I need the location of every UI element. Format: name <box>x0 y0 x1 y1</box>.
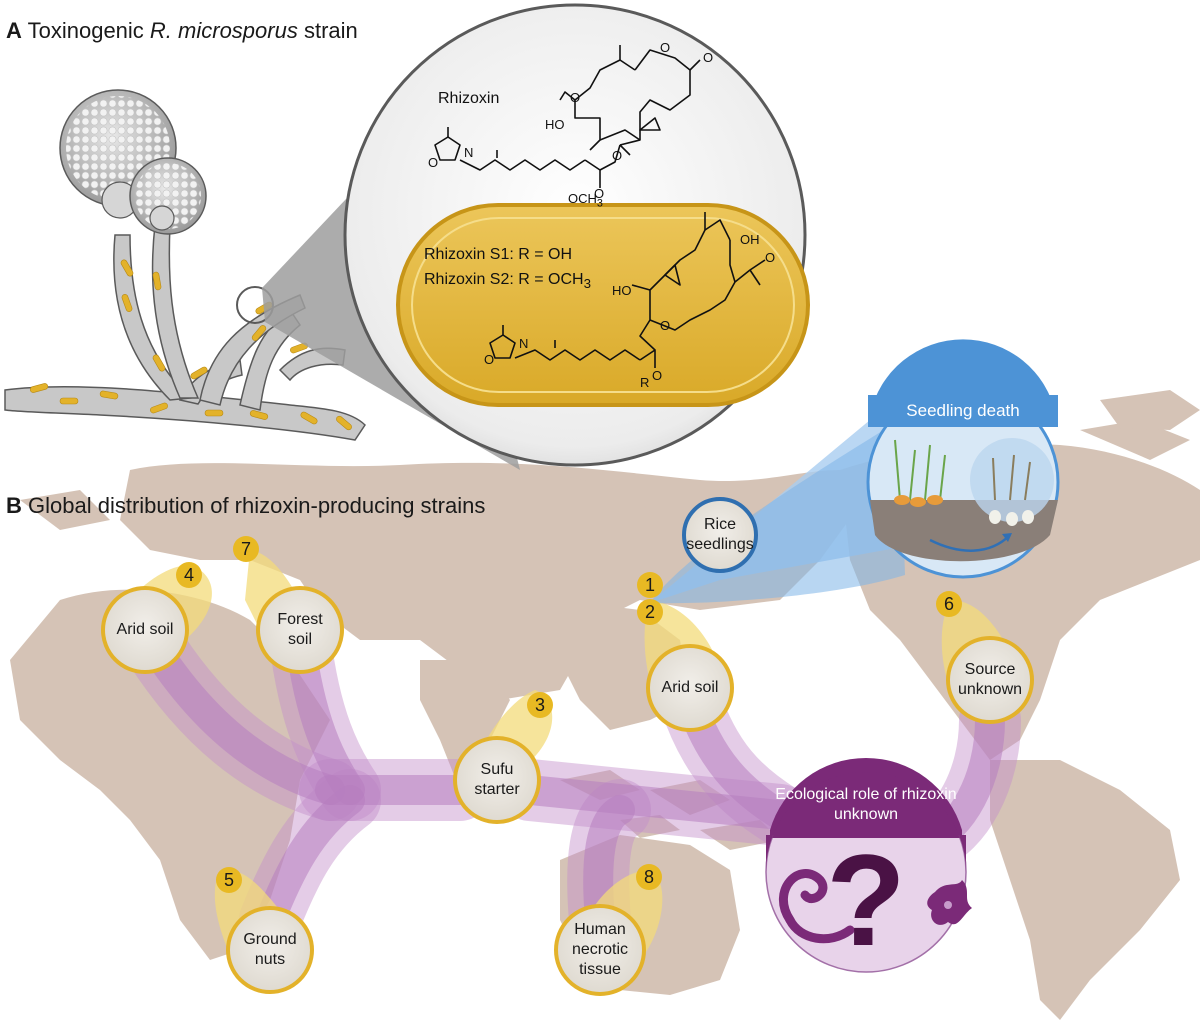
site-number-4: 4 <box>183 565 194 585</box>
och3-sub: 3 <box>596 197 603 210</box>
rhizoxin-s2-line: Rhizoxin S2: R = OCH3 <box>424 271 591 291</box>
o-label-6: O <box>594 186 605 201</box>
question-icon: ? <box>826 827 905 973</box>
panel-a-title: A Toxinogenic R. microsporus strain <box>6 18 358 44</box>
ho-label: HO <box>545 117 565 132</box>
rhizoxin-structure <box>434 45 701 188</box>
o-label-5: O <box>612 148 623 163</box>
rhizoxin-label: Rhizoxin <box>438 90 500 107</box>
india <box>420 660 510 790</box>
site-bubbles <box>101 586 1034 996</box>
site-label-7: Forest soil <box>277 611 323 648</box>
eco-role-title: Ecological role of rhizoxin unknown <box>775 786 957 823</box>
seedling-death-title: Seedling death <box>906 401 1020 420</box>
ho-label-2: HO <box>612 283 632 298</box>
bacterium-capsule <box>396 203 810 407</box>
o-label-3: O <box>660 40 671 55</box>
site-number-8: 8 <box>643 867 654 887</box>
o-label-8: O <box>660 318 671 333</box>
panel-a-title-suffix: strain <box>297 18 358 43</box>
rice-seedlings-label: Rice seedlings <box>686 516 754 553</box>
fungus-icon <box>4 89 366 441</box>
och3-label: OCH3 <box>568 191 603 210</box>
site-label-6: Source unknown <box>957 661 1023 698</box>
site-label-2: Arid soil <box>661 679 719 696</box>
south-america <box>990 760 1180 1020</box>
eco-role-circle <box>765 758 972 973</box>
seedling-icon <box>894 439 946 501</box>
site-label-4: Arid soil <box>116 621 174 638</box>
o-label-9: O <box>652 368 663 383</box>
panel-b-letter: B <box>6 493 22 518</box>
o-label-1: O <box>428 155 439 170</box>
site-number-2: 2 <box>644 602 655 622</box>
site-number-6: 6 <box>943 594 954 614</box>
panel-b-title-text: Global distribution of rhizoxin-producin… <box>28 493 486 518</box>
panel-a-title-prefix: Toxinogenic <box>27 18 150 43</box>
rhizoxin-s2-text: Rhizoxin S2: R = OCH <box>424 271 584 288</box>
o-label-10: O <box>765 250 776 265</box>
eurasia-landmass <box>120 462 860 700</box>
rhizoxin-s-structure <box>489 212 766 368</box>
n-label-1: N <box>464 145 474 160</box>
seedling-callout <box>650 339 1060 604</box>
site-number-5: 5 <box>223 870 234 890</box>
africa <box>10 589 330 960</box>
rhizoxin-s2-sub: 3 <box>583 276 592 292</box>
number-badges <box>176 536 962 893</box>
site-label-5: Ground nuts <box>243 931 297 968</box>
n-label-2: N <box>519 336 529 351</box>
rhizoxin-s1-line: Rhizoxin S1: R = OH <box>424 246 573 263</box>
o-label-2: O <box>570 90 581 105</box>
worm-icon <box>779 869 828 925</box>
oh-label: OH <box>740 232 760 247</box>
site-number-3: 3 <box>534 695 545 715</box>
panel-a-title-italic: R. microsporus <box>149 18 298 43</box>
och3-text: OCH <box>568 191 597 206</box>
site-number-7: 7 <box>240 539 251 559</box>
rice-seedlings-bubble <box>682 497 758 573</box>
panel-b-title: B Global distribution of rhizoxin-produc… <box>6 493 485 519</box>
o-label-7: O <box>484 352 495 367</box>
site-label-3: Sufu starter <box>474 761 520 798</box>
panel-a-letter: A <box>6 18 22 43</box>
site-number-1: 1 <box>644 575 655 595</box>
o-label-4: O <box>703 50 714 65</box>
r-label: R <box>640 375 650 390</box>
site-label-8: Human necrotic tissue <box>571 921 629 978</box>
